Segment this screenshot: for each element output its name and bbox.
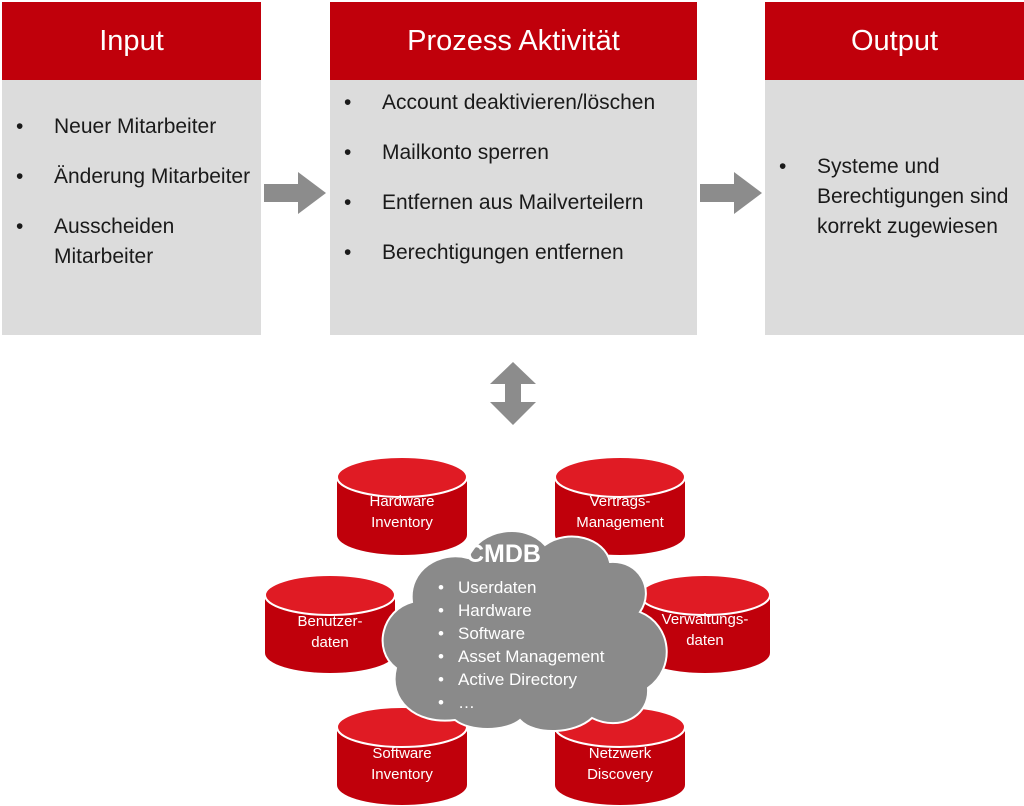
db-benutzer-daten-line1: Benutzer- [297,613,362,630]
db-verwaltungs-daten-line2: daten [686,632,724,649]
process-title: Prozess Aktivität [330,2,697,80]
input-list: Neuer Mitarbeiter Änderung Mitarbeiter A… [2,112,261,292]
input-item-aenderung-mitarbeiter: Änderung Mitarbeiter [2,162,261,192]
cmdb-item-software: Software [436,622,604,645]
db-verwaltungs-daten-line1: Verwaltungs- [662,611,749,628]
process-item-mailkonto: Mailkonto sperren [330,138,697,168]
output-body: Systeme und Berechtigungen sind korrekt … [765,80,1024,335]
output-list: Systeme und Berechtigungen sind korrekt … [765,152,1024,242]
arrow-process-to-output-icon [700,172,762,214]
cmdb-item-userdaten: Userdaten [436,576,604,599]
process-item-mailverteiler: Entfernen aus Mailverteilern [330,188,697,218]
db-benutzer-daten-line2: daten [311,634,349,651]
cmdb-item-hardware: Hardware [436,599,604,622]
cmdb-item-active-directory: Active Directory [436,668,604,691]
double-arrow-process-cmdb-icon [490,362,536,425]
cmdb-title: CMDB [466,540,541,568]
cmdb-list: Userdaten Hardware Software Asset Manage… [436,576,604,714]
db-hardware-inventory-line2: Inventory [371,514,433,531]
process-item-account: Account deaktivieren/löschen [330,88,697,118]
db-software-inventory-line2: Inventory [371,766,433,783]
process-list: Account deaktivieren/löschen Mailkonto s… [330,88,697,288]
db-vertrags-management-line2: Management [576,514,664,531]
db-netzwerk-discovery-line1: Netzwerk [589,745,652,762]
db-vertrags-management-line1: Vertrags- [590,493,651,510]
process-item-berechtigungen: Berechtigungen entfernen [330,238,697,268]
output-item-systeme: Systeme und Berechtigungen sind korrekt … [765,152,1024,242]
process-body: Account deaktivieren/löschen Mailkonto s… [330,80,697,335]
input-box: Input Neuer Mitarbeiter Änderung Mitarbe… [2,2,261,335]
cmdb-item-asset-management: Asset Management [436,645,604,668]
cmdb-panel: CMDB Userdaten Hardware Software Asset M… [428,538,668,728]
cmdb-item-ellipsis: … [436,691,604,714]
input-item-neuer-mitarbeiter: Neuer Mitarbeiter [2,112,261,142]
output-title: Output [765,2,1024,80]
process-box: Prozess Aktivität Account deaktivieren/l… [330,2,697,335]
output-box: Output Systeme und Berechtigungen sind k… [765,2,1024,335]
db-software-inventory-line1: Software [372,745,431,762]
input-title: Input [2,2,261,80]
db-hardware-inventory-line1: Hardware [369,493,434,510]
arrow-input-to-process-icon [264,172,326,214]
db-netzwerk-discovery-line2: Discovery [587,766,653,783]
input-body: Neuer Mitarbeiter Änderung Mitarbeiter A… [2,80,261,335]
input-item-ausscheiden-mitarbeiter: Ausscheiden Mitarbeiter [2,212,261,272]
